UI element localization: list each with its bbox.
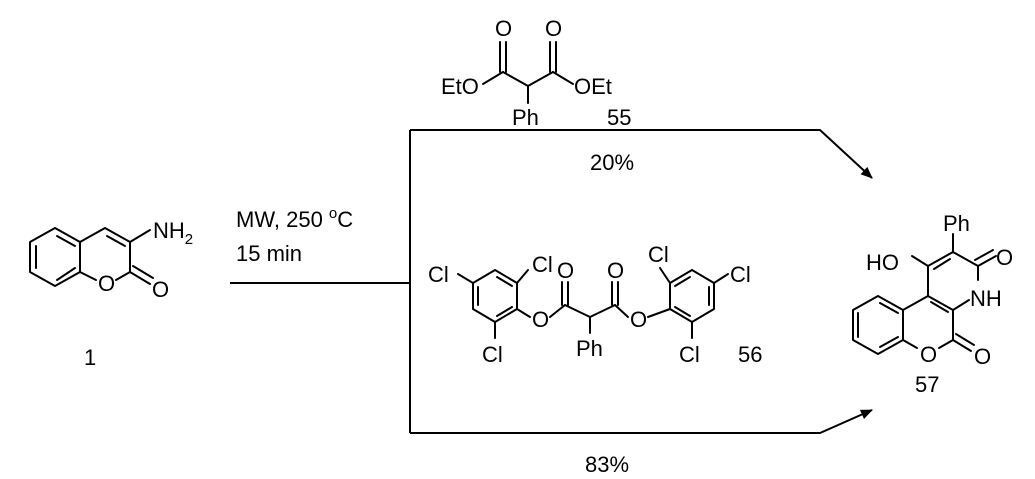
lower-arrow [410,409,873,434]
reagent-56-o-ester-left: O [532,307,549,332]
product-o-amide: O [996,245,1013,270]
reagent-56-ph: Ph [576,336,603,361]
reagent-56-cl-ortho-left-top: Cl [532,252,553,277]
compound-1-label: 1 [84,345,96,370]
reagent-56-o-ester-right: O [630,307,647,332]
reagent-56-o-carbonyl-right: O [607,258,624,283]
amine-label: NH2 [153,218,193,248]
reagent-55-ph: Ph [512,105,539,130]
reagent-55-oet: OEt [574,74,612,99]
product-o-lactone: O [974,344,991,369]
reagent-55-o-left: O [495,16,512,41]
reagent-56-cl-ortho-right-bottom: Cl [679,342,700,367]
reagent-55-label: 55 [607,105,631,130]
product-57-structure [852,233,997,355]
reagent-56-o-carbonyl-left: O [557,258,574,283]
reagent-56-cl-ortho-left-bottom: Cl [482,342,503,367]
upper-arrow [410,129,873,179]
yield-lower: 83% [585,452,629,477]
ring-oxygen-label: O [98,271,115,296]
reagent-56-cl-para-left: Cl [428,262,449,287]
compound-1-structure: NH2 O O [29,218,193,302]
conditions-line-1: MW, 250 oC [236,205,353,232]
product-57-label: 57 [915,372,939,397]
reagent-55-o-right: O [545,16,562,41]
product-ho: HO [866,250,899,275]
reagent-56-label: 56 [738,342,762,367]
carbonyl-oxygen-label: O [152,277,169,302]
reagent-55-structure [482,41,574,104]
reagent-55-eto: EtO [441,74,479,99]
product-o-ring: O [920,342,937,367]
reagent-56-cl-ortho-right-top: Cl [648,242,669,267]
reagent-56-structure [457,267,729,339]
product-ph: Ph [943,211,970,236]
conditions-line-2: 15 min [236,241,302,266]
product-nh: NH [970,286,1002,311]
yield-upper: 20% [590,150,634,175]
reagent-56-cl-para-right: Cl [730,262,751,287]
